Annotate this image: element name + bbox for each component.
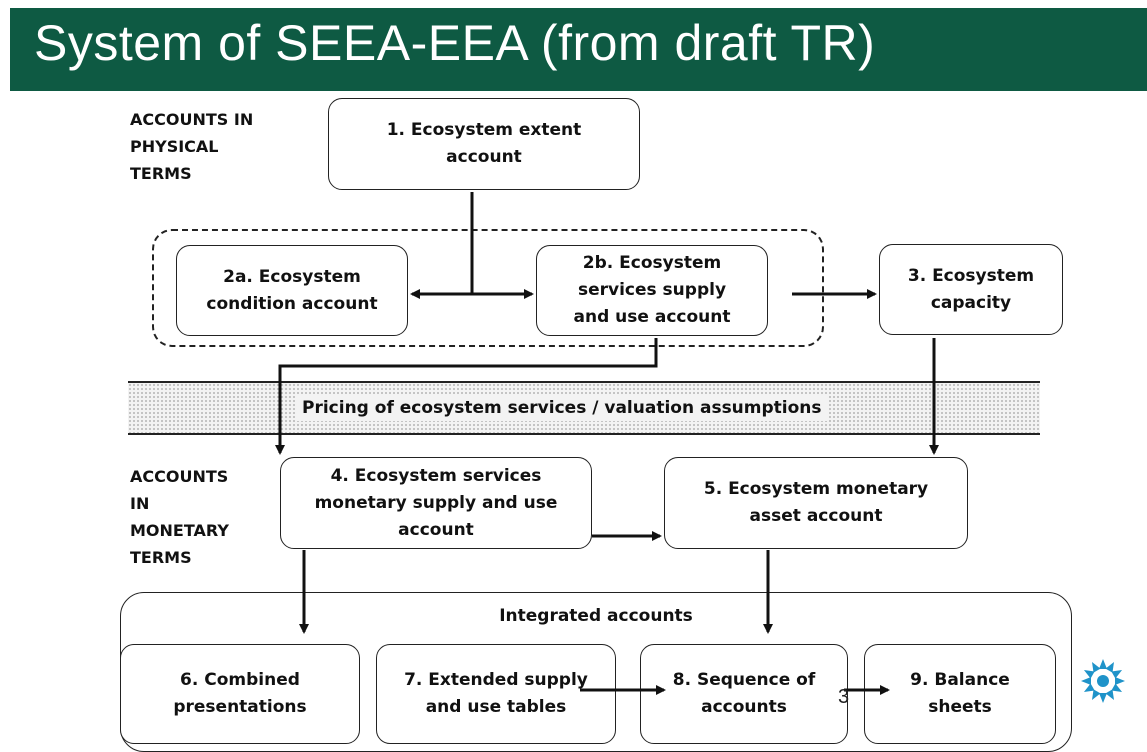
box-ecosystem-services-supply-use: 2b. Ecosystem services supply and use ac…: [536, 245, 768, 336]
monetary-accounts-label: ACCOUNTS IN MONETARY TERMS: [130, 467, 229, 567]
box-ecosystem-extent-account: 1. Ecosystem extent account: [328, 98, 640, 190]
physical-accounts-label: ACCOUNTS IN PHYSICAL TERMS: [130, 110, 254, 183]
arrow-services-to-monetary: [275, 338, 658, 455]
physical-group-outline: [152, 229, 824, 347]
slide-title: System of SEEA-EEA (from draft TR): [34, 15, 876, 71]
box-ecosystem-monetary-asset: 5. Ecosystem monetary asset account: [664, 457, 968, 549]
un-logo-icon: [1081, 659, 1125, 703]
box-ecosystem-capacity: 3. Ecosystem capacity: [879, 244, 1063, 335]
connector-arrows: [275, 192, 939, 695]
title-bar: [10, 8, 1147, 91]
box-ecosystem-services-monetary: 4. Ecosystem services monetary supply an…: [280, 457, 592, 549]
pricing-band-label: Pricing of ecosystem services / valuatio…: [296, 395, 828, 421]
box-ecosystem-condition-account: 2a. Ecosystem condition account: [176, 245, 408, 336]
integrated-accounts-label: Integrated accounts: [499, 606, 693, 626]
page-number: 3: [838, 686, 850, 708]
